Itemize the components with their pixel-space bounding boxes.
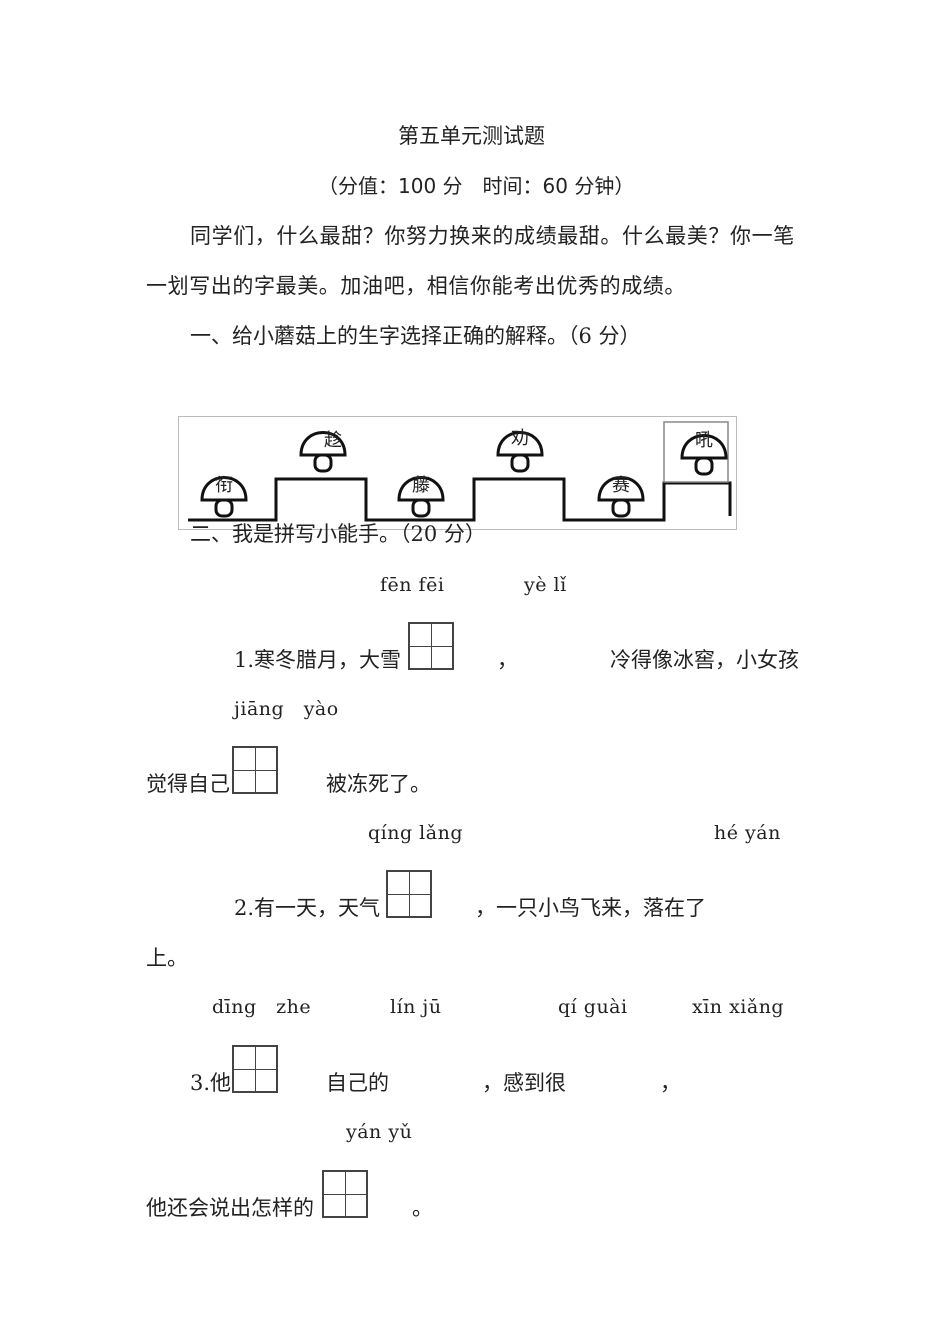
mushroom-2 <box>299 431 347 473</box>
intro-line-2: 一划写出的字最美。加油吧，相信你能考出优秀的成绩。 <box>146 274 686 298</box>
q3-comma: ， <box>660 1071 681 1095</box>
q3-text-a: 3.他 <box>190 1071 232 1095</box>
q2-text-a: 2.有一天，天气 <box>234 896 381 920</box>
page-title: 第五单元测试题 <box>398 124 545 148</box>
q1-pinyin-b: yè lǐ <box>524 574 567 596</box>
q1-pinyin-a: fēn fēi <box>380 574 445 596</box>
q3-text-d: 他还会说出怎样的 <box>146 1196 314 1220</box>
mushroom-6 <box>680 434 728 476</box>
mushroom-label-1: 衔 <box>215 475 233 496</box>
q1-answer-box-1[interactable] <box>408 622 454 670</box>
section-2-heading: 二、我是拼写小能手。（20 分） <box>190 522 486 546</box>
q3-pinyin-d: xīn xiǎng <box>692 996 785 1018</box>
mushroom-label-2: 趁 <box>324 430 342 451</box>
q2-pinyin-a: qíng lǎng <box>368 822 463 844</box>
mushroom-figure: 衔 趁 藤 劝 赛 吼 <box>178 416 737 530</box>
q3-answer-box-1[interactable] <box>232 1045 278 1093</box>
mushroom-4 <box>496 431 544 473</box>
q3-period: 。 <box>412 1196 433 1220</box>
intro-line-1: 同学们，什么最甜？你努力换来的成绩最甜。什么最美？你一笔 <box>190 224 795 248</box>
q1-comma: ， <box>497 648 518 672</box>
q2-text-b: ，一只小鸟飞来，落在了 <box>475 896 706 920</box>
section-1-heading: 一、给小蘑菇上的生字选择正确的解释。（6 分） <box>190 324 641 348</box>
q1-text-b: 冷得像冰窖，小女孩 <box>610 648 799 672</box>
page-subtitle: （分值：100 分 时间：60 分钟） <box>318 174 635 198</box>
q3-text-c: ，感到很 <box>482 1071 566 1095</box>
mushroom-label-6: 吼 <box>695 430 713 451</box>
step-line <box>188 477 732 522</box>
q3-text-b: 自己的 <box>326 1071 389 1095</box>
mushroom-label-5: 赛 <box>612 475 630 496</box>
q3-pinyin-b: lín jū <box>390 996 442 1018</box>
q3-pinyin-c: qí guài <box>558 996 628 1018</box>
q1-pinyin-c: jiāng yào <box>234 698 339 720</box>
q1-answer-box-2[interactable] <box>232 746 278 794</box>
q1-text-c: 觉得自己 <box>146 772 230 796</box>
mushroom-1 <box>200 476 248 518</box>
q2-text-c: 上。 <box>146 946 188 970</box>
mushroom-label-3: 藤 <box>412 475 430 496</box>
q3-pinyin-e: yán yǔ <box>346 1121 413 1143</box>
q2-answer-box-1[interactable] <box>386 870 432 918</box>
q1-text-a: 1.寒冬腊月，大雪 <box>234 648 402 672</box>
q1-text-d: 被冻死了。 <box>326 772 431 796</box>
mushroom-3 <box>397 476 445 518</box>
q2-pinyin-b: hé yán <box>714 822 781 844</box>
mushroom-5 <box>597 476 645 518</box>
q3-pinyin-a: dīng zhe <box>212 996 312 1018</box>
mushroom-label-4: 劝 <box>511 428 529 449</box>
q3-answer-box-2[interactable] <box>322 1170 368 1218</box>
